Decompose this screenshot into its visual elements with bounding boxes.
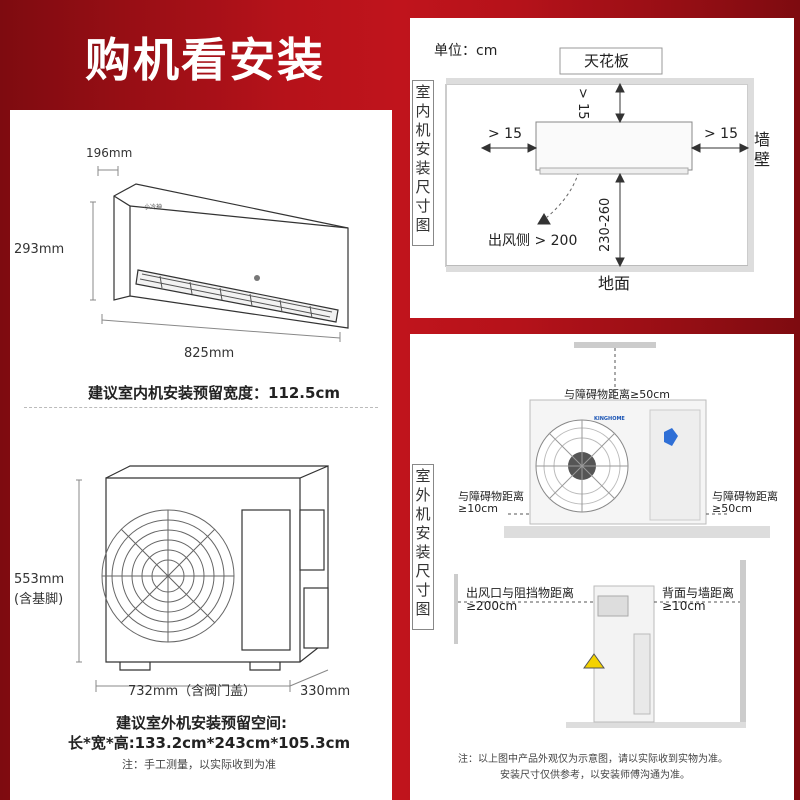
outdoor-measure-note: 注：手工测量，以实际收到为准 xyxy=(122,758,276,771)
left-obstacle-gap-label: 与障碍物距离 xyxy=(458,490,524,503)
indoor-unit-drawing xyxy=(90,166,349,342)
outdoor-install-diagram: 室外机安装尺寸图 KINGHOME 与障碍物距离≥5 xyxy=(410,334,794,800)
back-wall-gap-label: 背面与墙距离 xyxy=(662,586,735,600)
left-obstacle-gap-value: ≥10cm xyxy=(458,502,498,515)
disclaimer-line-2: 安装尺寸仅供参考，以安装师傅沟通为准。 xyxy=(500,770,690,781)
page-title: 购机看安装 xyxy=(85,33,325,87)
floor-label: 地面 xyxy=(598,274,631,293)
indoor-reserved-width: 建议室内机安装预留宽度：112.5cm xyxy=(88,384,340,402)
disclaimer-line-1: 注：以上图中产品外观仅为示意图，请以实际收到实物为准。 xyxy=(458,754,728,765)
outdoor-width-label: 732mm（含阀门盖） xyxy=(128,684,257,699)
right-gap-label: > 15 xyxy=(704,126,738,142)
outdoor-depth-label: 330mm xyxy=(300,684,351,699)
back-wall-gap-value: ≥10cm xyxy=(662,599,706,613)
outdoor-unit-drawing xyxy=(76,465,329,692)
ceiling-label: 天花板 xyxy=(584,52,630,70)
indoor-install-lines xyxy=(445,47,754,272)
indoor-depth-label: 196mm xyxy=(86,146,133,160)
section-divider xyxy=(24,407,378,408)
outlet-gap-label: 出风口与阻挡物距离 xyxy=(466,586,575,600)
outdoor-diagram-side-label: 室外机安装尺寸图 xyxy=(412,464,434,630)
indoor-width-label: 825mm xyxy=(184,346,235,361)
outdoor-reserved-title: 建议室外机安装预留空间: xyxy=(116,714,287,732)
left-gap-label: > 15 xyxy=(488,126,522,142)
outlet-gap-value: ≥200cm xyxy=(466,599,518,613)
indoor-install-diagram: 室内机安装尺寸图 单位：cm 天花板 > 15 > xyxy=(410,18,794,318)
outdoor-install-lines xyxy=(454,342,770,728)
indoor-height-label: 293mm xyxy=(14,242,65,257)
right-obstacle-gap-value: ≥50cm xyxy=(712,502,752,515)
indoor-brand-logo: 小冷神 xyxy=(144,204,163,211)
outdoor-reserved-dims: 长*宽*高:133.2cm*243cm*105.3cm xyxy=(68,734,351,752)
top-gap-label: > 15 xyxy=(575,88,590,120)
floor-gap-label: 230-260 xyxy=(598,197,613,252)
outdoor-brand: KINGHOME xyxy=(594,416,625,422)
outdoor-height-note: (含基脚) xyxy=(14,592,64,607)
unit-label: 单位：cm xyxy=(434,43,498,59)
top-obstacle-gap: 与障碍物距离≥50cm xyxy=(564,388,670,401)
outdoor-height-label: 553mm xyxy=(14,572,65,587)
outlet-label: 出风侧 > 200 xyxy=(488,233,578,249)
wall-label: 墙壁 xyxy=(754,130,771,169)
right-obstacle-gap-label: 与障碍物距离 xyxy=(712,490,778,503)
indoor-diagram-side-label: 室内机安装尺寸图 xyxy=(412,80,434,246)
product-dimensions-panel: 196mm 293mm 825mm 小冷神 建议室内机安装预留宽度：112.5c… xyxy=(10,110,392,800)
